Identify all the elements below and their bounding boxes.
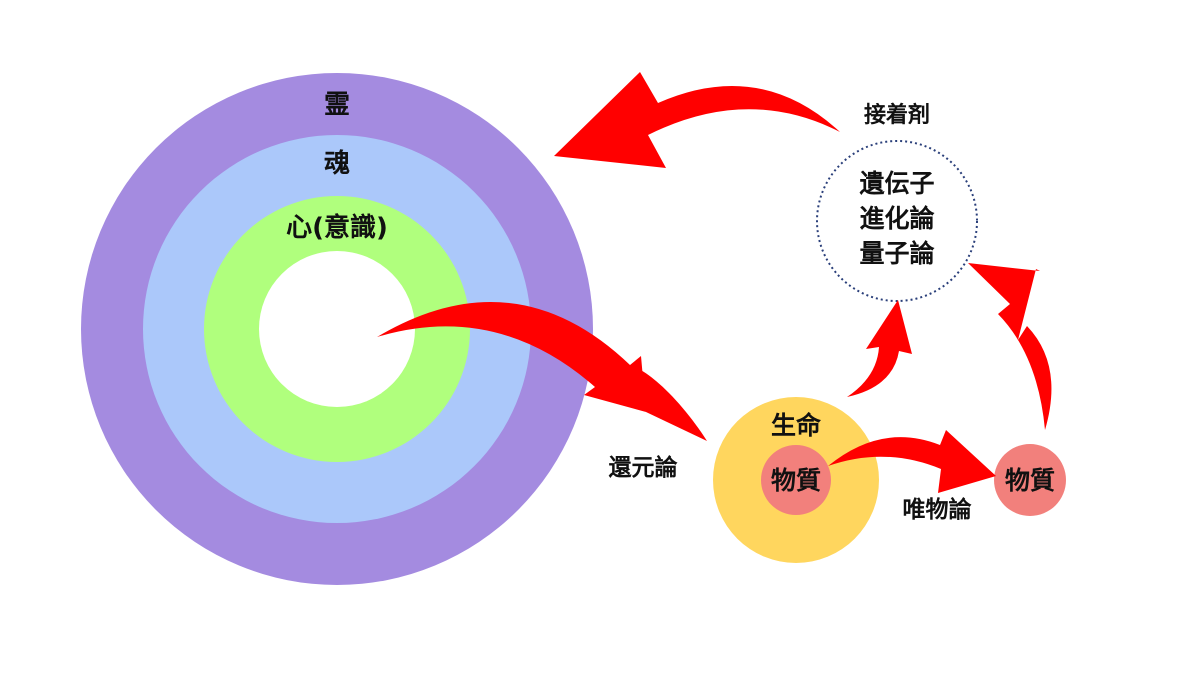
- mind-label: 心(意識): [286, 212, 388, 243]
- materialism-label: 唯物論: [903, 496, 973, 523]
- materialism-arrow: [828, 430, 996, 493]
- glue-circle-line-1: 遺伝子: [859, 169, 934, 198]
- glue-to-spirit-arrow: [554, 72, 840, 168]
- reductionism-label: 還元論: [609, 454, 679, 481]
- glue-circle: [816, 140, 978, 302]
- life-matter-label: 物質: [771, 466, 821, 495]
- life-matter-circle: [761, 445, 831, 515]
- center-hole: [259, 251, 415, 407]
- life-label: 生命: [771, 411, 822, 440]
- matter-to-glue-arrow: [968, 263, 1052, 430]
- spirit-label: 霊: [324, 90, 350, 120]
- glue-circle-line-2: 進化論: [859, 204, 935, 233]
- soul-label: 魂: [324, 149, 350, 179]
- glue-circle-line-3: 量子論: [859, 239, 935, 268]
- matter-label: 物質: [1005, 466, 1055, 495]
- glue-label: 接着剤: [864, 102, 930, 128]
- reductionism-arrow: [377, 301, 707, 441]
- matter-circle: [994, 444, 1066, 516]
- life-to-glue-arrow: [847, 300, 912, 397]
